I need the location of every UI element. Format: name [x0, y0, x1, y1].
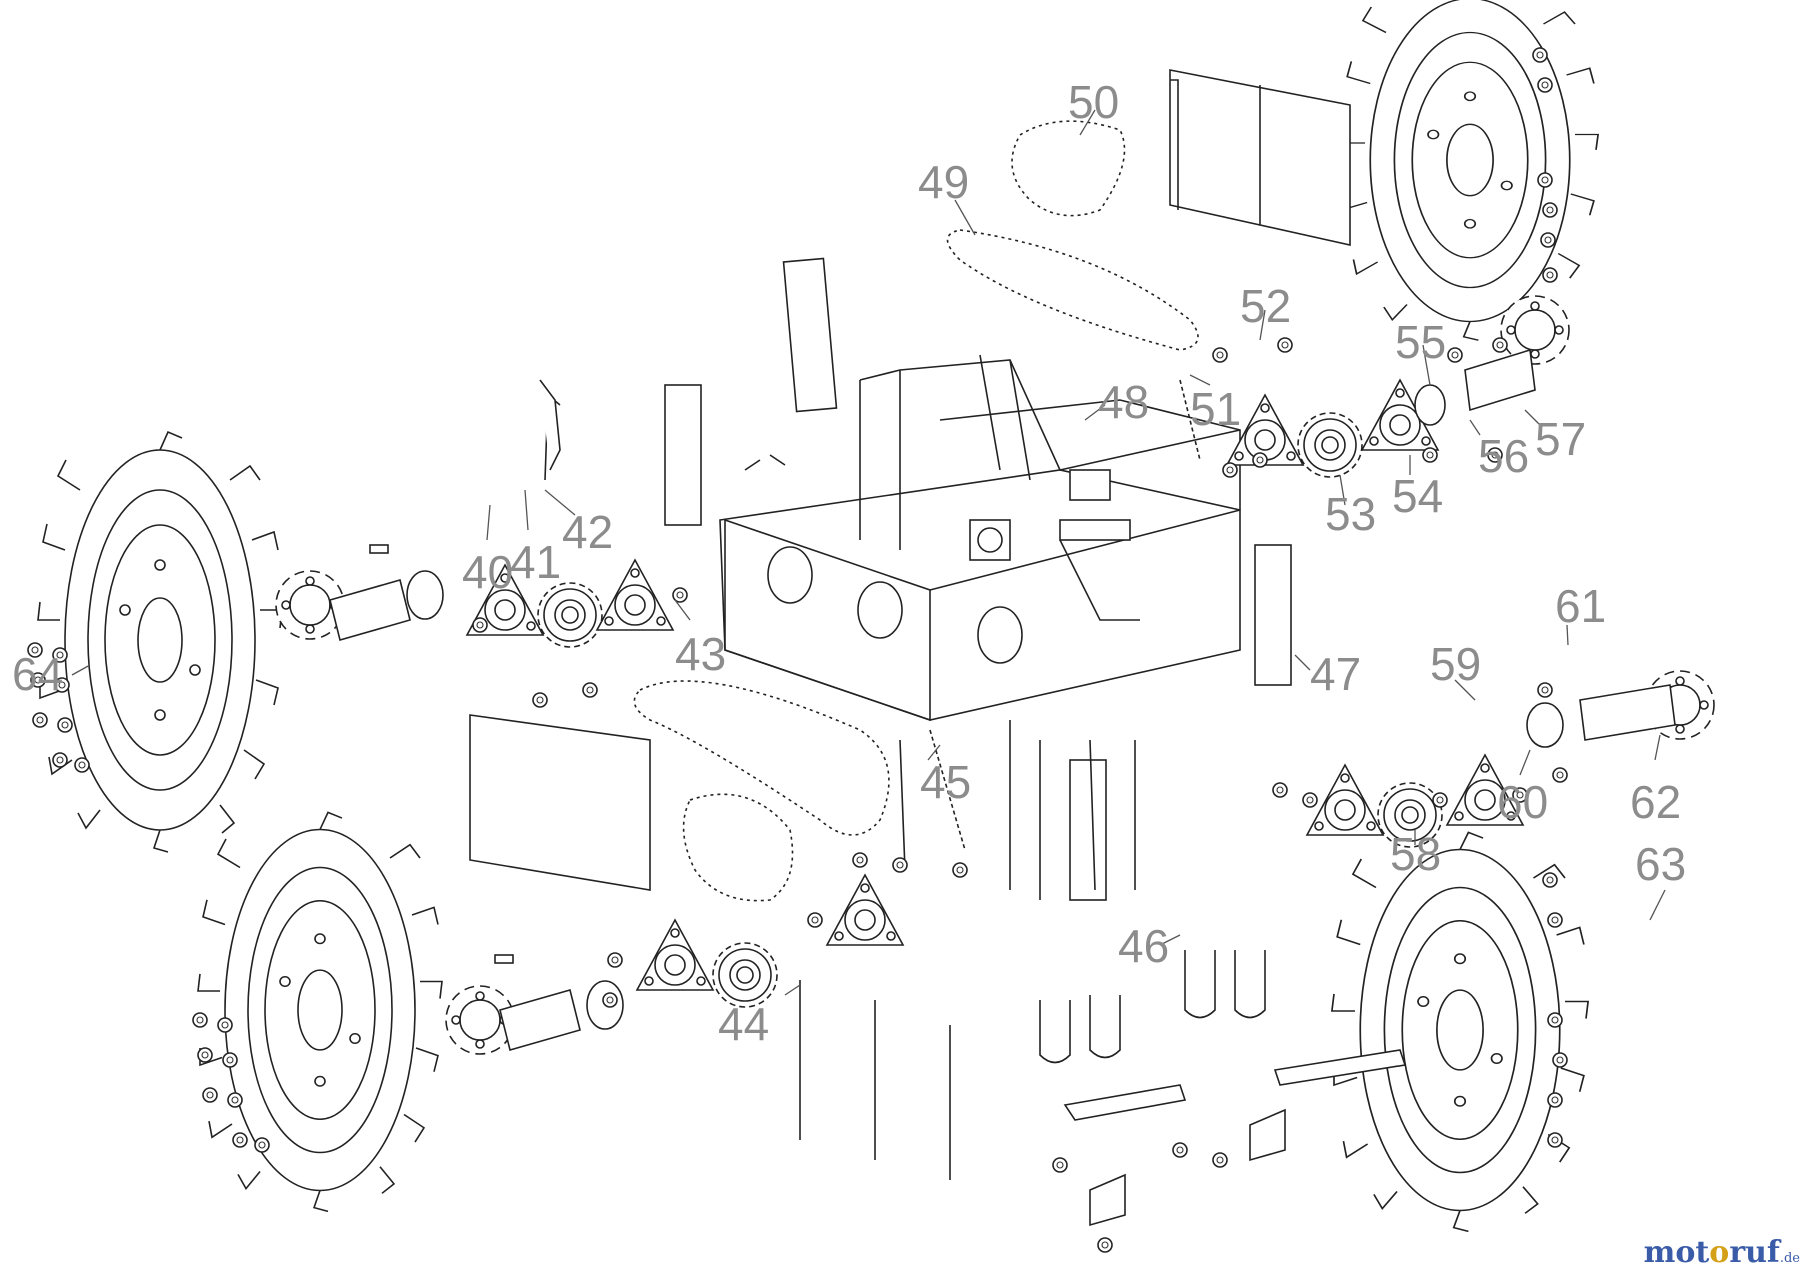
main-frame: [719, 354, 1241, 722]
callout-59: 59: [1430, 638, 1481, 690]
callout-60: 60: [1497, 776, 1548, 828]
small-parts: [466, 295, 1715, 1253]
callout-54: 54: [1392, 470, 1443, 522]
callout-44: 44: [718, 998, 769, 1050]
wheel-top-right: [1341, 0, 1599, 342]
callout-47: 47: [1310, 648, 1361, 700]
callout-42: 42: [562, 506, 613, 558]
leader-lines: [71, 109, 1666, 996]
wheel-left: [27, 431, 444, 853]
chains: [633, 120, 1199, 902]
callouts: 40 41 42 43 44 45 46 47 48 49 50 51 52 5…: [12, 76, 1686, 1050]
callout-49: 49: [918, 156, 969, 208]
callout-53: 53: [1325, 488, 1376, 540]
callout-55: 55: [1395, 316, 1446, 368]
callout-58: 58: [1390, 828, 1441, 880]
callout-43: 43: [675, 628, 726, 680]
callout-56: 56: [1478, 430, 1529, 482]
wheel-bottom-left: [192, 811, 624, 1213]
callout-50: 50: [1068, 76, 1119, 128]
callout-45: 45: [920, 756, 971, 808]
callout-57: 57: [1535, 413, 1586, 465]
panels: [469, 69, 1351, 901]
callout-52: 52: [1240, 280, 1291, 332]
logo-part-3: ruf: [1729, 1235, 1780, 1270]
callout-48: 48: [1098, 376, 1149, 428]
callout-41: 41: [510, 536, 561, 588]
callout-63: 63: [1635, 838, 1686, 890]
logo-part-2: o: [1709, 1235, 1730, 1270]
callout-40: 40: [462, 546, 513, 598]
logo-part-1: mot: [1643, 1235, 1710, 1270]
wheel-bottom-right: [1331, 831, 1589, 1233]
callout-46: 46: [1118, 920, 1169, 972]
callout-61: 61: [1555, 580, 1606, 632]
logo-tld: .de: [1779, 1251, 1800, 1266]
callout-62: 62: [1630, 776, 1681, 828]
callout-51: 51: [1190, 383, 1241, 435]
callout-64: 64: [12, 648, 63, 700]
motoruf-logo-watermark: motoruf.de: [1644, 1235, 1800, 1270]
